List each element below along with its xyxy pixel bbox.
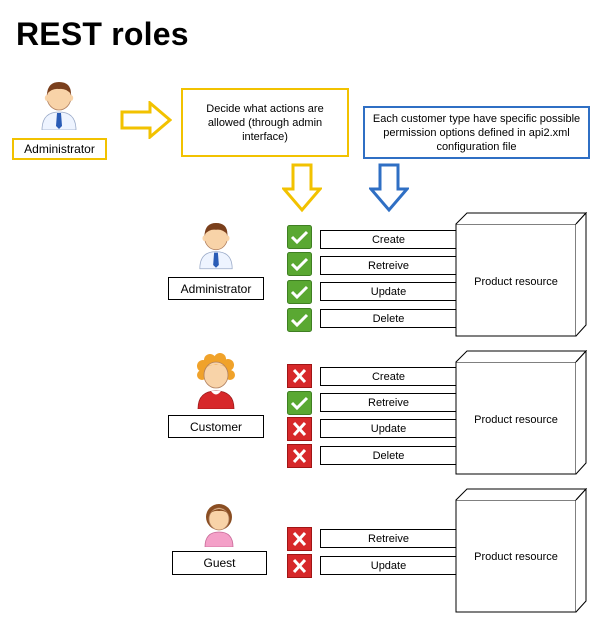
right-arrow-icon [120,101,172,139]
product-resource-box [455,350,587,476]
action-delete: Delete [320,309,457,328]
product-resource-box [455,212,587,338]
administrator-label: Administrator [12,138,107,160]
down-arrow-icon [282,163,322,213]
action-update: Update [320,419,457,438]
action-retreive: Retreive [320,529,457,548]
administrator-person-icon [196,218,236,270]
check-icon [287,252,312,276]
action-delete: Delete [320,446,457,465]
check-icon [287,225,312,249]
guest-person-icon [199,501,239,547]
action-create: Create [320,230,457,249]
action-update: Update [320,556,457,575]
check-icon [287,391,312,415]
deny-icon [287,364,312,388]
deny-icon [287,417,312,441]
product-resource-label: Product resource [474,276,558,288]
customer-type-note: Each customer type have specific possibl… [363,106,590,159]
role-label-administrator: Administrator [168,277,264,300]
action-retreive: Retreive [320,393,457,412]
deny-icon [287,554,312,578]
action-retreive: Retreive [320,256,457,275]
product-resource-label: Product resource [474,551,558,563]
check-icon [287,308,312,332]
page-title: REST roles [16,16,189,52]
customer-person-icon [194,353,238,409]
role-label-guest: Guest [172,551,267,575]
administrator-person-icon [38,78,80,130]
action-create: Create [320,367,457,386]
action-update: Update [320,282,457,301]
decide-actions-note: Decide what actions are allowed (through… [181,88,349,157]
product-resource-box [455,488,587,614]
role-label-customer: Customer [168,415,264,438]
deny-icon [287,527,312,551]
deny-icon [287,444,312,468]
check-icon [287,280,312,304]
down-arrow-icon [369,163,409,213]
product-resource-label: Product resource [474,414,558,426]
